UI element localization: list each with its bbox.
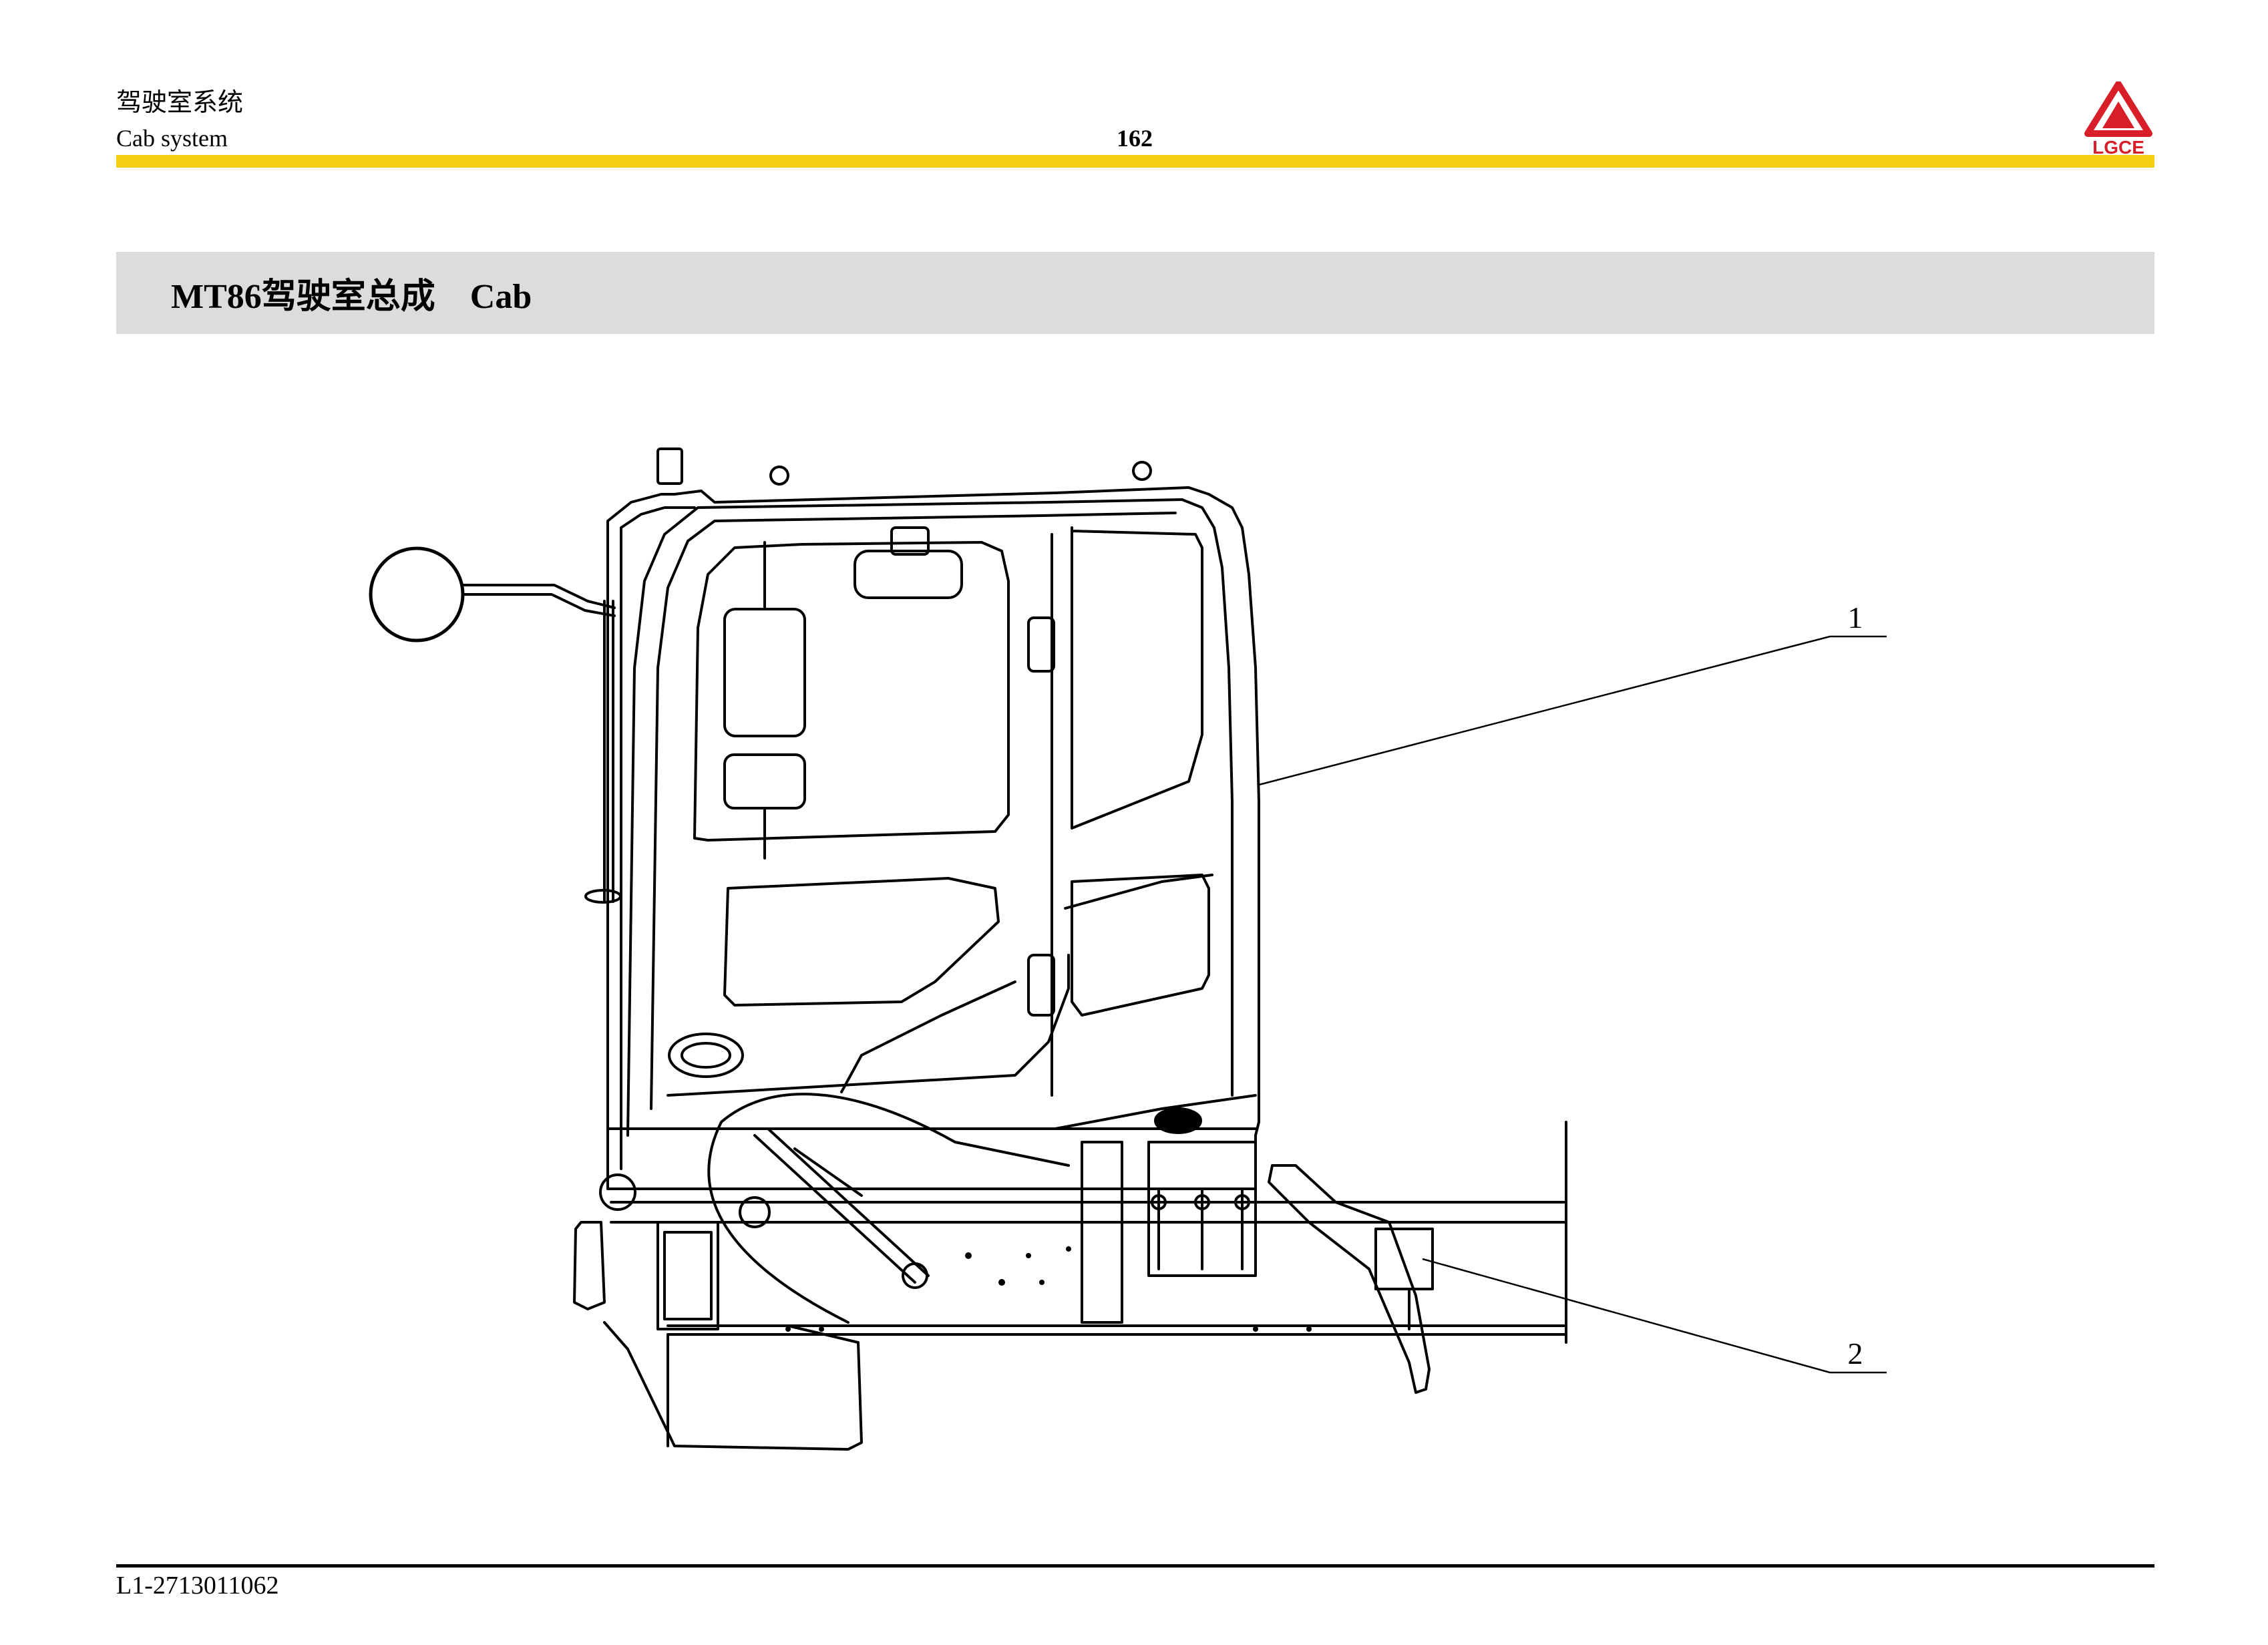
part-number: L1-2713011062 — [116, 1572, 279, 1600]
callout-1-label: 1 — [1848, 600, 1863, 634]
page-number: 162 — [1117, 125, 1153, 152]
section-title: MT86驾驶室总成 Cab — [171, 278, 532, 316]
callout-2-label: 2 — [1848, 1336, 1863, 1370]
section-title-band: MT86驾驶室总成 Cab — [116, 252, 2154, 334]
footer-rule — [116, 1564, 2154, 1568]
svg-text:LGCE: LGCE — [2092, 137, 2144, 156]
chapter-title-en: Cab system — [116, 125, 228, 152]
chapter-title-cn: 驾驶室系统 — [116, 89, 244, 117]
lgce-logo-icon: LGCE — [2084, 81, 2152, 156]
header-accent-bar — [116, 155, 2154, 168]
